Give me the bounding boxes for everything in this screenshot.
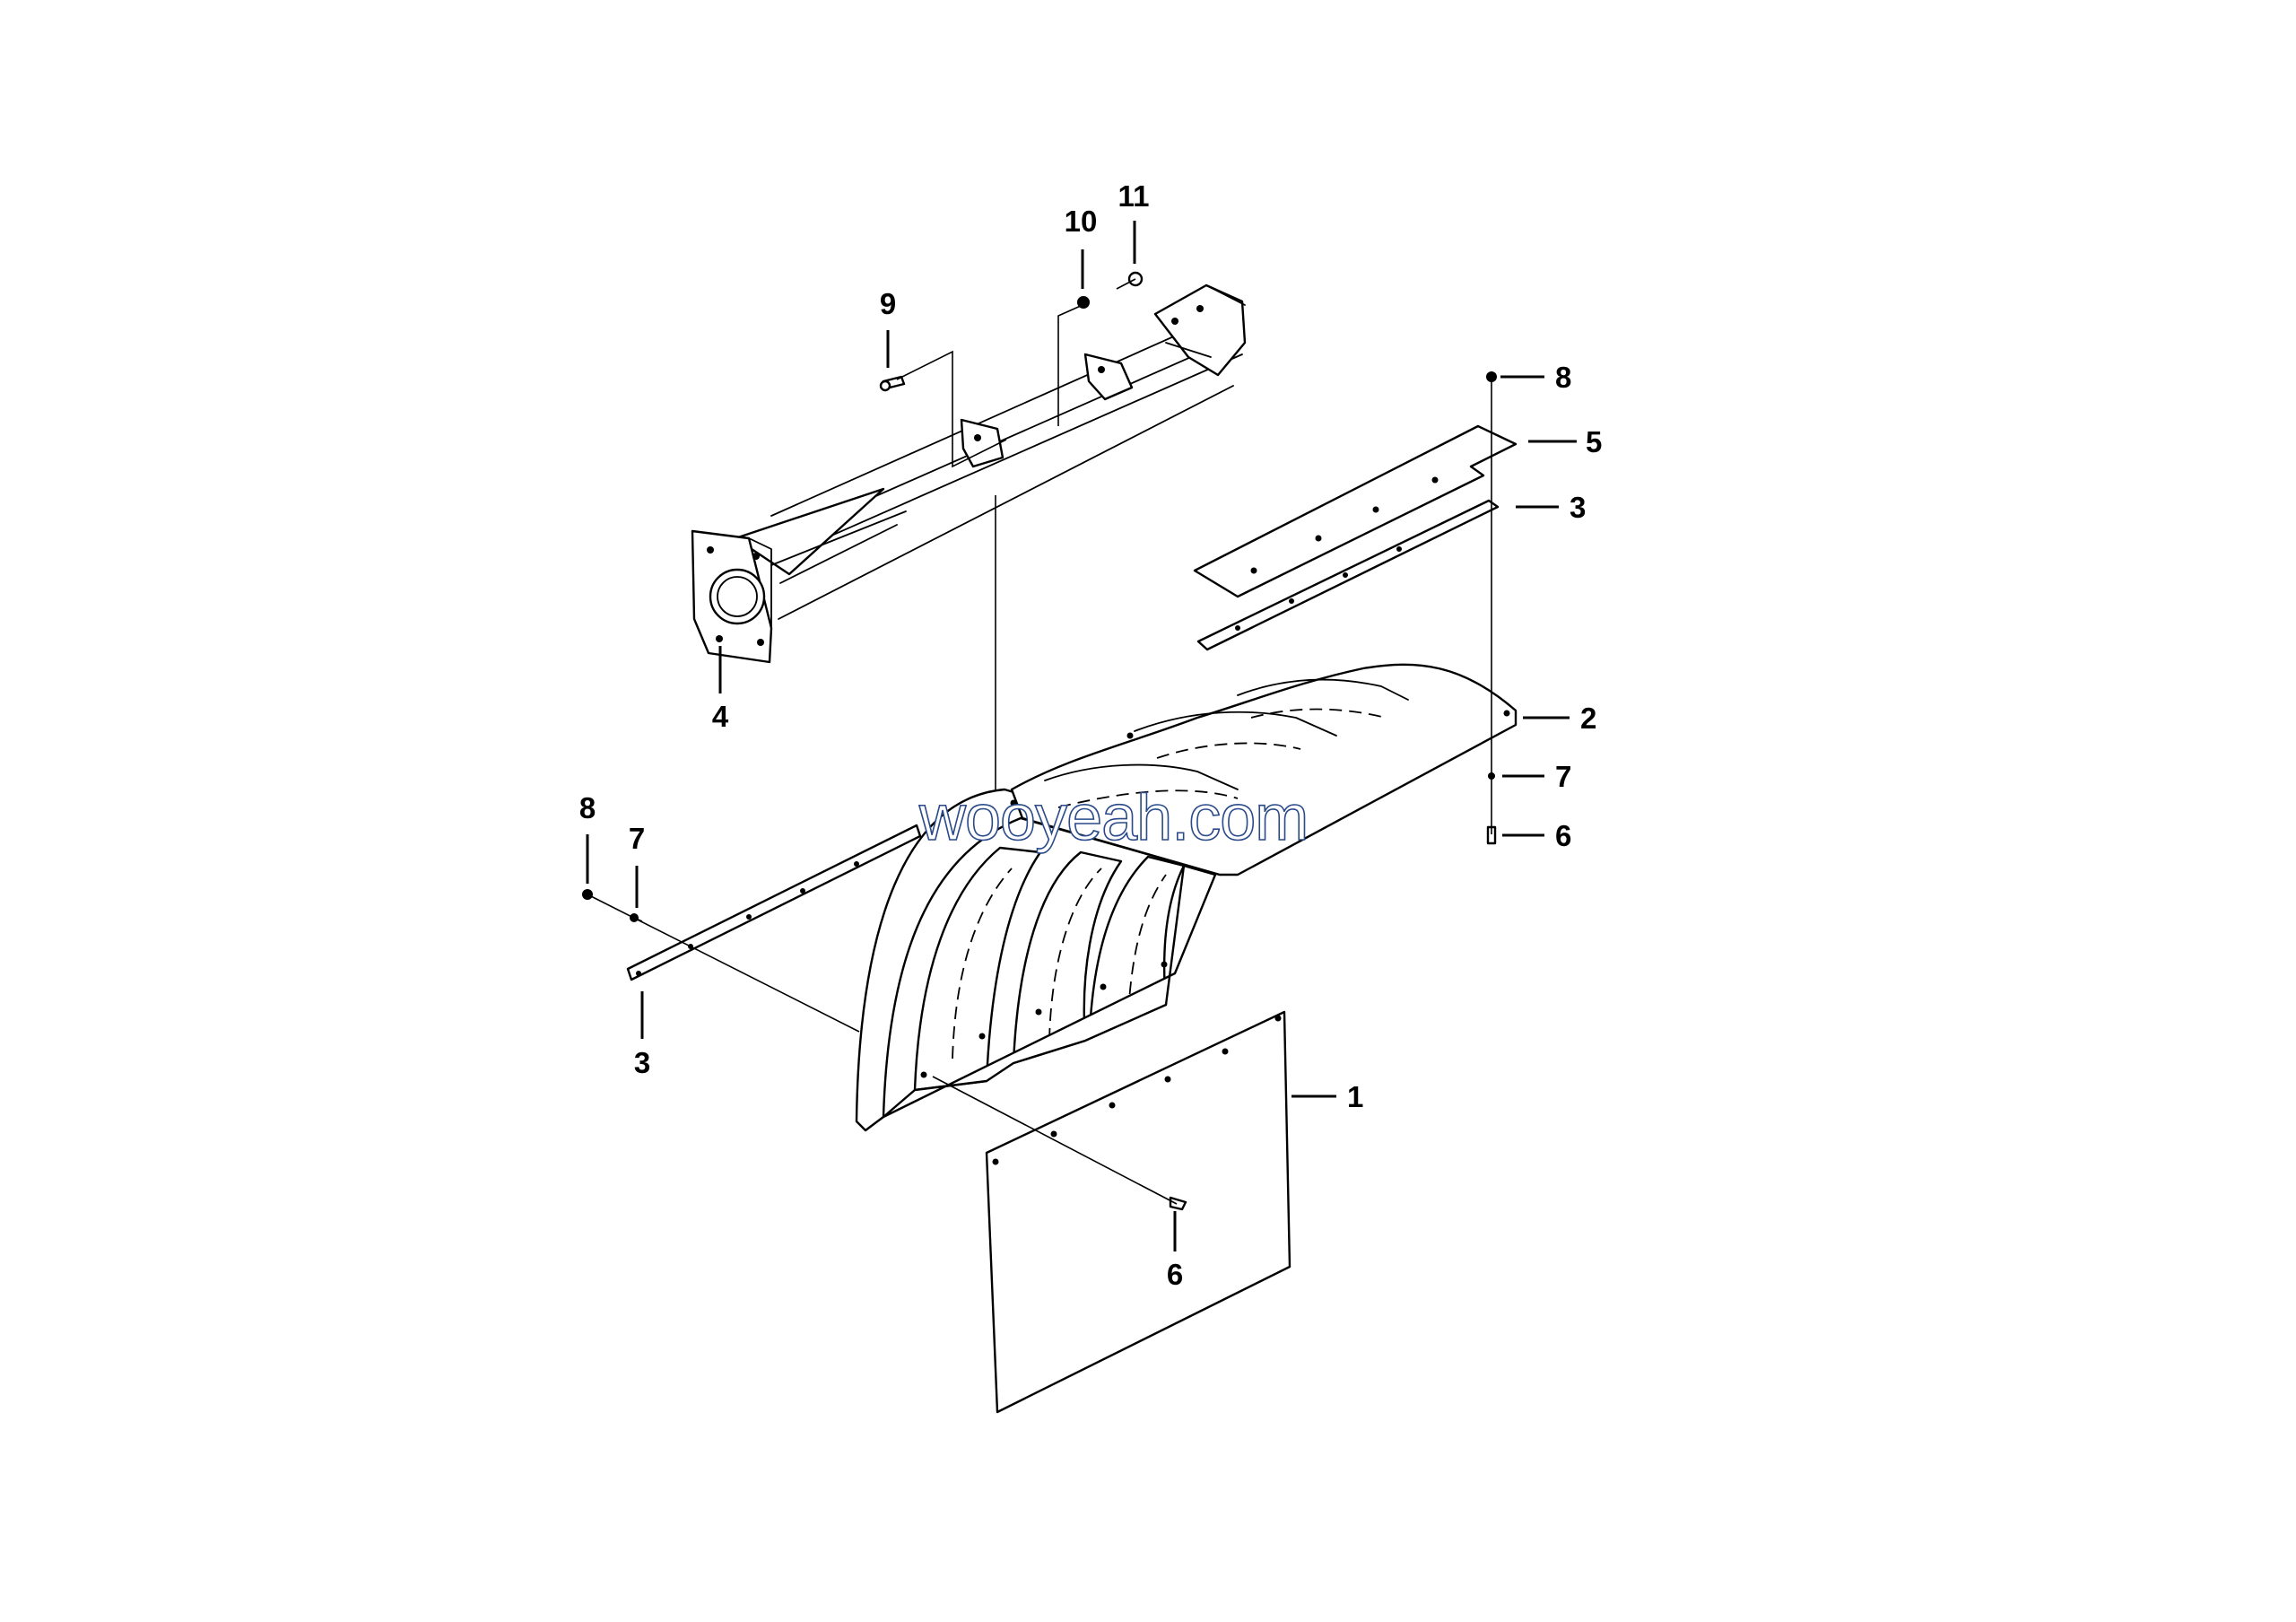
- upper-plate-part: [1193, 424, 1518, 598]
- callout-4: 4: [712, 700, 729, 733]
- callout-11: 11: [1118, 179, 1150, 213]
- callout-8-right: 8: [1555, 361, 1571, 394]
- callout-2: 2: [1580, 702, 1596, 735]
- callout-7-right: 7: [1555, 760, 1571, 793]
- watermark-text: wooyeah.com: [918, 782, 1308, 854]
- support-beam-part: [691, 283, 1247, 664]
- mud-flap-part: [985, 1010, 1292, 1414]
- callout-6-right: 6: [1555, 819, 1571, 852]
- callout-leaders: [586, 221, 1577, 1251]
- callout-3-right: 3: [1570, 491, 1586, 524]
- fender-part: [855, 663, 1518, 1132]
- callout-8-left: 8: [579, 791, 596, 824]
- callout-10: 10: [1065, 205, 1098, 238]
- callout-1: 1: [1347, 1080, 1363, 1113]
- callout-labels: 4 9 10 11 8 5 3 2 7 6 8 7 3 1 6: [579, 179, 1603, 1291]
- callout-3-left: 3: [634, 1046, 650, 1079]
- callout-5: 5: [1586, 425, 1602, 458]
- callout-9: 9: [880, 287, 896, 320]
- right-strip-part: [1196, 499, 1500, 651]
- assembly-lines: [587, 278, 1492, 1205]
- callout-6-bottom: 6: [1167, 1258, 1183, 1291]
- callout-7-left: 7: [629, 822, 645, 855]
- beam-hardware: [879, 271, 1144, 392]
